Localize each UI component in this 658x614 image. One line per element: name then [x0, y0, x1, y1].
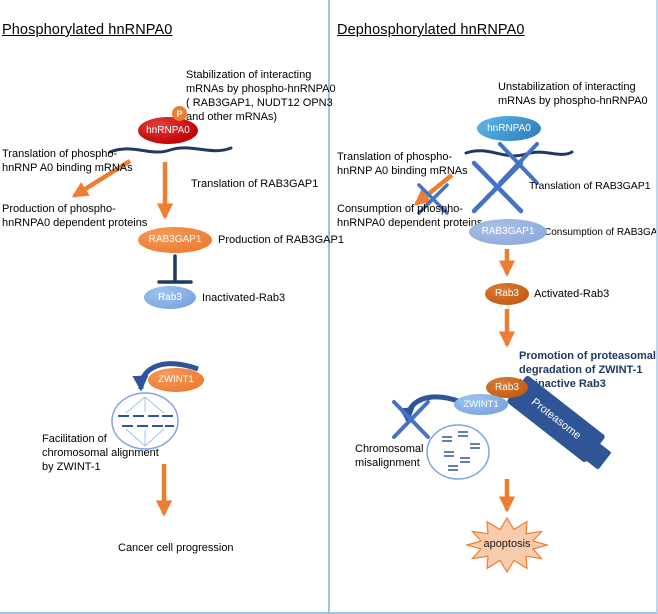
zwint1-node-right: ZWINT1 — [454, 394, 508, 415]
consumption-proteins-label: Consumption of phospho- hnRNPA0 dependen… — [337, 203, 483, 230]
mrna-line-left — [108, 146, 233, 154]
rab3-node-left: Rab3 — [144, 286, 196, 309]
stabilization-note: Stabilization of interacting mRNAs by ph… — [186, 69, 336, 124]
translation-binding-label-left: Translation of phospho- hnRNP A0 binding… — [2, 148, 133, 175]
curved-arrow-zwint1-left — [132, 361, 199, 392]
apoptosis-burst — [464, 516, 550, 574]
apoptosis-label: apoptosis — [483, 538, 531, 550]
translation-rab3gap1-label-left: Translation of RAB3GAP1 — [191, 178, 319, 190]
spindle-aligned-figure — [111, 392, 179, 450]
consumption-rab3gap1-label: Consumption of RAB3GAP1 — [544, 227, 658, 238]
rab3-inactive-node: Rab3 — [486, 377, 528, 398]
production-proteins-label: Production of phospho- hnRNPA0 dependent… — [2, 203, 148, 230]
unstabilization-note: Unstabilization of interacting mRNAs by … — [498, 81, 648, 108]
translation-rab3gap1-label-right: Translation of RAB3GAP1 — [529, 180, 651, 192]
rab3gap1-node-left: RAB3GAP1 — [138, 227, 212, 253]
zwint1-node-left: ZWINT1 — [148, 368, 204, 392]
spindle-misaligned-figure — [426, 424, 490, 480]
arrow-translation-right — [413, 173, 454, 206]
inactivated-rab3-label: Inactivated-Rab3 — [202, 292, 286, 304]
rab3-node-right: Rab3 — [485, 283, 529, 305]
promotion-degradation-note: Promotion of proteasomal degradation of … — [519, 350, 656, 391]
left-panel-title: Phosphorylated hnRNPA0 — [2, 22, 173, 38]
hnrnpa0-node-left: hnRNPA0 — [138, 117, 198, 144]
right-panel-title: Dephosphorylated hnRNPA0 — [337, 22, 525, 38]
cross-diagonal-right — [417, 183, 449, 215]
translation-binding-label-right: Translation of phospho- hnRNP A0 binding… — [337, 151, 468, 178]
production-rab3gap1-label: Production of RAB3GAP1 — [218, 234, 344, 246]
panel-divider — [328, 0, 330, 612]
cross-translation-right — [471, 160, 524, 214]
facilitation-label: Facilitation of chromosomal alignment by… — [42, 433, 159, 474]
arrow-translation-left — [71, 159, 132, 198]
phospho-p-badge: P — [172, 106, 187, 121]
inhibition-tbar — [157, 254, 193, 284]
mrna-line-right — [464, 149, 574, 158]
hnrnpa0-node-right: hnRNPA0 — [477, 116, 541, 141]
activated-rab3-label: Activated-Rab3 — [534, 288, 610, 300]
chromosomal-misalignment-label: Chromosomal misalignment — [355, 443, 424, 470]
cross-curved-arrow-right — [392, 400, 430, 439]
rab3gap1-node-right: RAB3GAP1 — [469, 219, 547, 245]
cancer-progression-label: Cancer cell progression — [118, 542, 234, 554]
